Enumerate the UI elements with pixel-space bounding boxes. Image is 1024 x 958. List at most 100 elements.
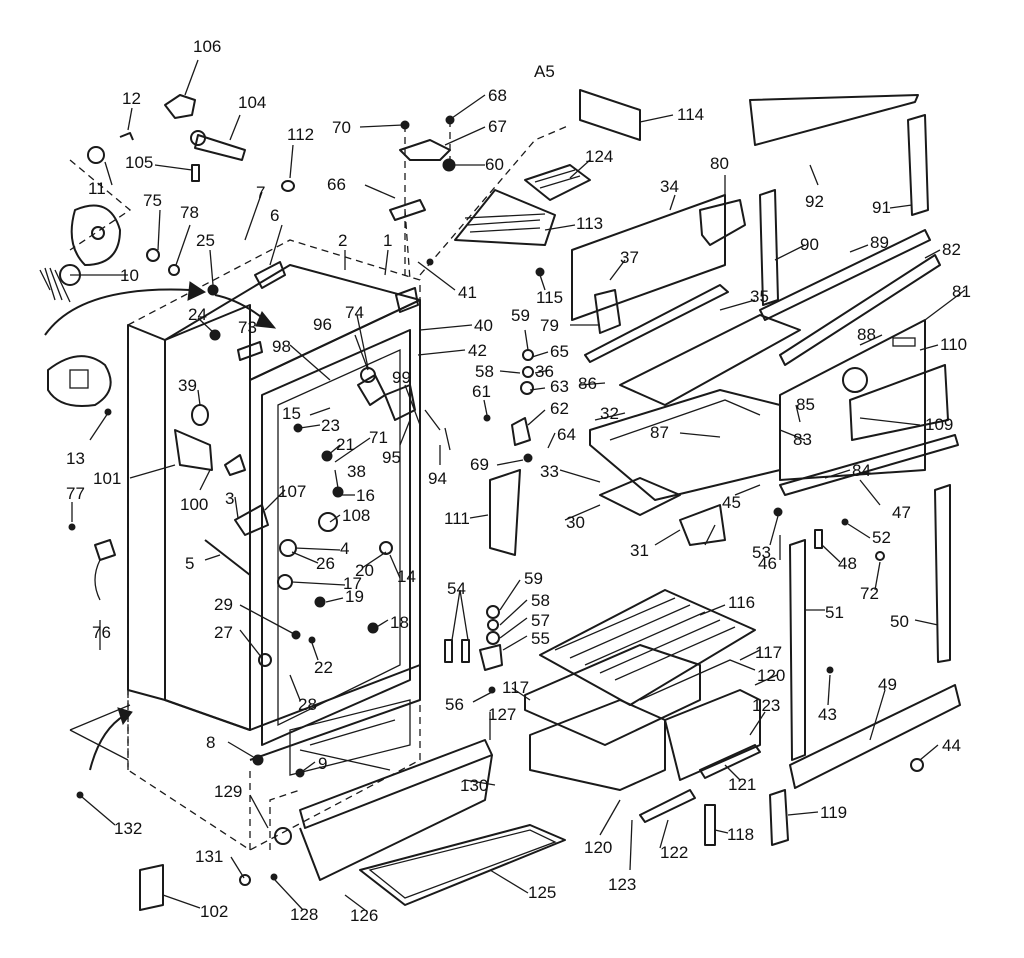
part-label: 42 — [468, 341, 487, 360]
part-label: 57 — [531, 611, 550, 630]
part-label: 48 — [838, 554, 857, 573]
part-label: 43 — [818, 705, 837, 724]
part-label: 60 — [485, 155, 504, 174]
part-label: 71 — [369, 428, 388, 447]
part-label: 86 — [578, 374, 597, 393]
part-label: 125 — [528, 883, 556, 902]
part-label: 117 — [502, 678, 529, 697]
sheet-code: A5 — [534, 62, 555, 81]
part-label: 38 — [347, 462, 366, 481]
part-label: 117 — [755, 643, 782, 662]
freezer-section — [424, 89, 961, 789]
part-label: 18 — [390, 613, 409, 632]
part-label: 99 — [392, 368, 411, 387]
part-label: 53 — [752, 543, 771, 562]
part-label: 90 — [800, 235, 819, 254]
left-loose-parts — [39, 94, 295, 911]
part-label: 79 — [540, 316, 559, 335]
part-label: 19 — [345, 587, 364, 606]
part-label: 35 — [750, 287, 769, 306]
part-label: 64 — [557, 425, 576, 444]
part-label: 10 — [120, 266, 139, 285]
part-label: 75 — [143, 191, 162, 210]
part-label: 20 — [355, 561, 374, 580]
part-label: 2 — [338, 231, 347, 250]
part-label: 16 — [356, 486, 375, 505]
part-label: 69 — [470, 455, 489, 474]
part-label: 59 — [524, 569, 543, 588]
part-label: 12 — [122, 89, 141, 108]
part-label: 96 — [313, 315, 332, 334]
part-label: 121 — [728, 775, 756, 794]
leader-lines — [70, 59, 966, 911]
part-label: 89 — [870, 233, 889, 252]
part-label: 31 — [630, 541, 649, 560]
part-label: 37 — [620, 248, 639, 267]
part-label: 101 — [93, 469, 121, 488]
part-label: 44 — [942, 736, 961, 755]
part-label: 123 — [608, 875, 636, 894]
part-label: 1 — [383, 231, 392, 250]
top-center-parts — [389, 115, 591, 281]
part-label: 118 — [727, 825, 754, 844]
part-label: 106 — [193, 37, 221, 56]
part-label: 8 — [206, 733, 215, 752]
part-label: 63 — [550, 377, 569, 396]
part-label: 73 — [238, 318, 257, 337]
part-label: 129 — [214, 782, 242, 801]
part-label: 3 — [225, 489, 234, 508]
part-label: 46 — [758, 554, 777, 573]
part-label: 28 — [298, 695, 317, 714]
part-label: 76 — [92, 623, 111, 642]
part-label: 65 — [550, 342, 569, 361]
part-label: 74 — [345, 303, 364, 322]
part-label: 77 — [66, 484, 85, 503]
part-label: 54 — [447, 579, 466, 598]
part-label: 131 — [195, 847, 223, 866]
part-label: 51 — [825, 603, 844, 622]
part-label: 47 — [892, 503, 911, 522]
part-label: 32 — [600, 404, 619, 423]
part-label: 40 — [474, 316, 493, 335]
part-label: 85 — [796, 395, 815, 414]
part-label: 50 — [890, 612, 909, 631]
part-labels: A5 106 12 104 112 70 68 67 60 124 114 80… — [66, 37, 971, 925]
part-label: 83 — [793, 430, 812, 449]
part-label: 92 — [805, 192, 824, 211]
part-label: 116 — [728, 593, 755, 612]
part-label: 87 — [650, 423, 669, 442]
part-label: 29 — [214, 595, 233, 614]
part-label: 7 — [256, 183, 265, 202]
part-label: 15 — [282, 404, 301, 423]
part-label: 88 — [857, 325, 876, 344]
part-label: 91 — [872, 198, 891, 217]
part-label: 56 — [445, 695, 464, 714]
part-label: 127 — [488, 705, 516, 724]
part-label: 33 — [540, 462, 559, 481]
part-label: 112 — [287, 125, 314, 144]
part-label: 52 — [872, 528, 891, 547]
part-label: 130 — [460, 776, 488, 795]
part-label: 17 — [343, 574, 362, 593]
part-label: 100 — [180, 495, 208, 514]
part-label: 132 — [114, 819, 142, 838]
part-label: 126 — [350, 906, 378, 925]
part-label: 120 — [584, 838, 612, 857]
part-label: 111 — [444, 509, 470, 528]
part-label: 59 — [511, 306, 530, 325]
part-label: 58 — [531, 591, 550, 610]
part-label: 21 — [336, 435, 355, 454]
part-label: 120 — [757, 666, 785, 685]
part-label: 36 — [535, 362, 554, 381]
part-label: 107 — [278, 482, 306, 501]
part-label: 98 — [272, 337, 291, 356]
part-label: 55 — [531, 629, 550, 648]
part-label: 30 — [566, 513, 585, 532]
part-label: 84 — [852, 461, 871, 480]
part-label: 26 — [316, 554, 335, 573]
part-label: 39 — [178, 376, 197, 395]
part-label: 82 — [942, 240, 961, 259]
part-label: 22 — [314, 658, 333, 677]
part-label: 114 — [677, 105, 704, 124]
